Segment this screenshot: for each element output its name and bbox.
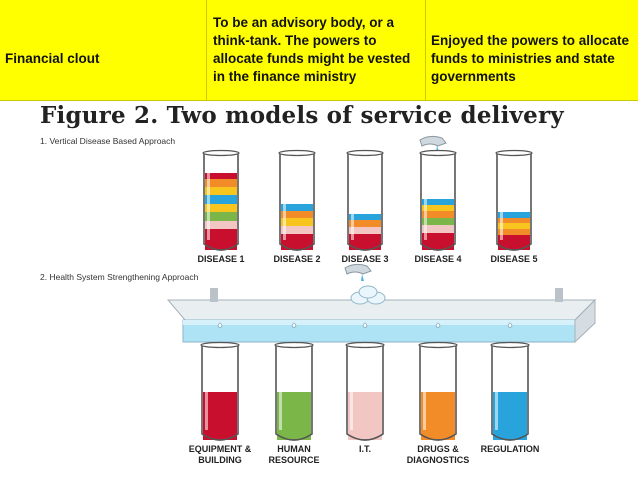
tap-icon-middle [344, 263, 372, 281]
system-tube-label: I.T. [358, 444, 371, 454]
system-tube [200, 341, 240, 441]
system-tube [418, 341, 458, 441]
system-tube [345, 341, 385, 441]
drip-bubbles [350, 285, 386, 305]
service-delivery-figure: Figure 2. Two models of service delivery… [0, 100, 638, 479]
figure-title: Figure 2. Two models of service delivery [40, 102, 564, 129]
vertical-tube-label: DISEASE 5 [490, 254, 538, 264]
drop-icon [507, 322, 513, 328]
drop-icon [291, 322, 297, 328]
system-tube-label: EQUIPMENT & BUILDING [188, 444, 252, 465]
system-tube [274, 341, 314, 441]
vertical-tube-label: DISEASE 3 [341, 254, 389, 264]
system-tube-label: DRUGS & DIAGNOSTICS [406, 444, 470, 465]
section-vertical-label: 1. Vertical Disease Based Approach [40, 136, 176, 146]
system-tube [490, 341, 530, 441]
row-label-cell: Financial clout [0, 0, 207, 100]
row-label: Financial clout [5, 51, 100, 66]
drop-icon [435, 322, 441, 328]
vertical-tube [202, 149, 240, 251]
section-system-label: 2. Health System Strengthening Approach [40, 272, 199, 282]
vertical-tube-label: DISEASE 2 [273, 254, 321, 264]
tap-icon-top [419, 135, 447, 153]
table-row: Financial clout To be an advisory body, … [0, 0, 638, 101]
system-tube-label: REGULATION [480, 444, 540, 454]
vertical-tube [278, 149, 316, 251]
vertical-tube [495, 149, 533, 251]
water-trough [166, 288, 597, 344]
vertical-tube [346, 149, 384, 251]
vertical-tube-label: DISEASE 4 [414, 254, 462, 264]
figure-art [166, 135, 597, 441]
vertical-tube [419, 149, 457, 251]
system-tube-label: HUMAN RESOURCE [268, 444, 320, 465]
drop-icon [217, 322, 223, 328]
vertical-tube-label: DISEASE 1 [197, 254, 245, 264]
advisory-cell: To be an advisory body, or a think-tank.… [207, 0, 426, 100]
powers-cell: Enjoyed the powers to allocate funds to … [431, 33, 630, 84]
drop-icon [362, 322, 368, 328]
